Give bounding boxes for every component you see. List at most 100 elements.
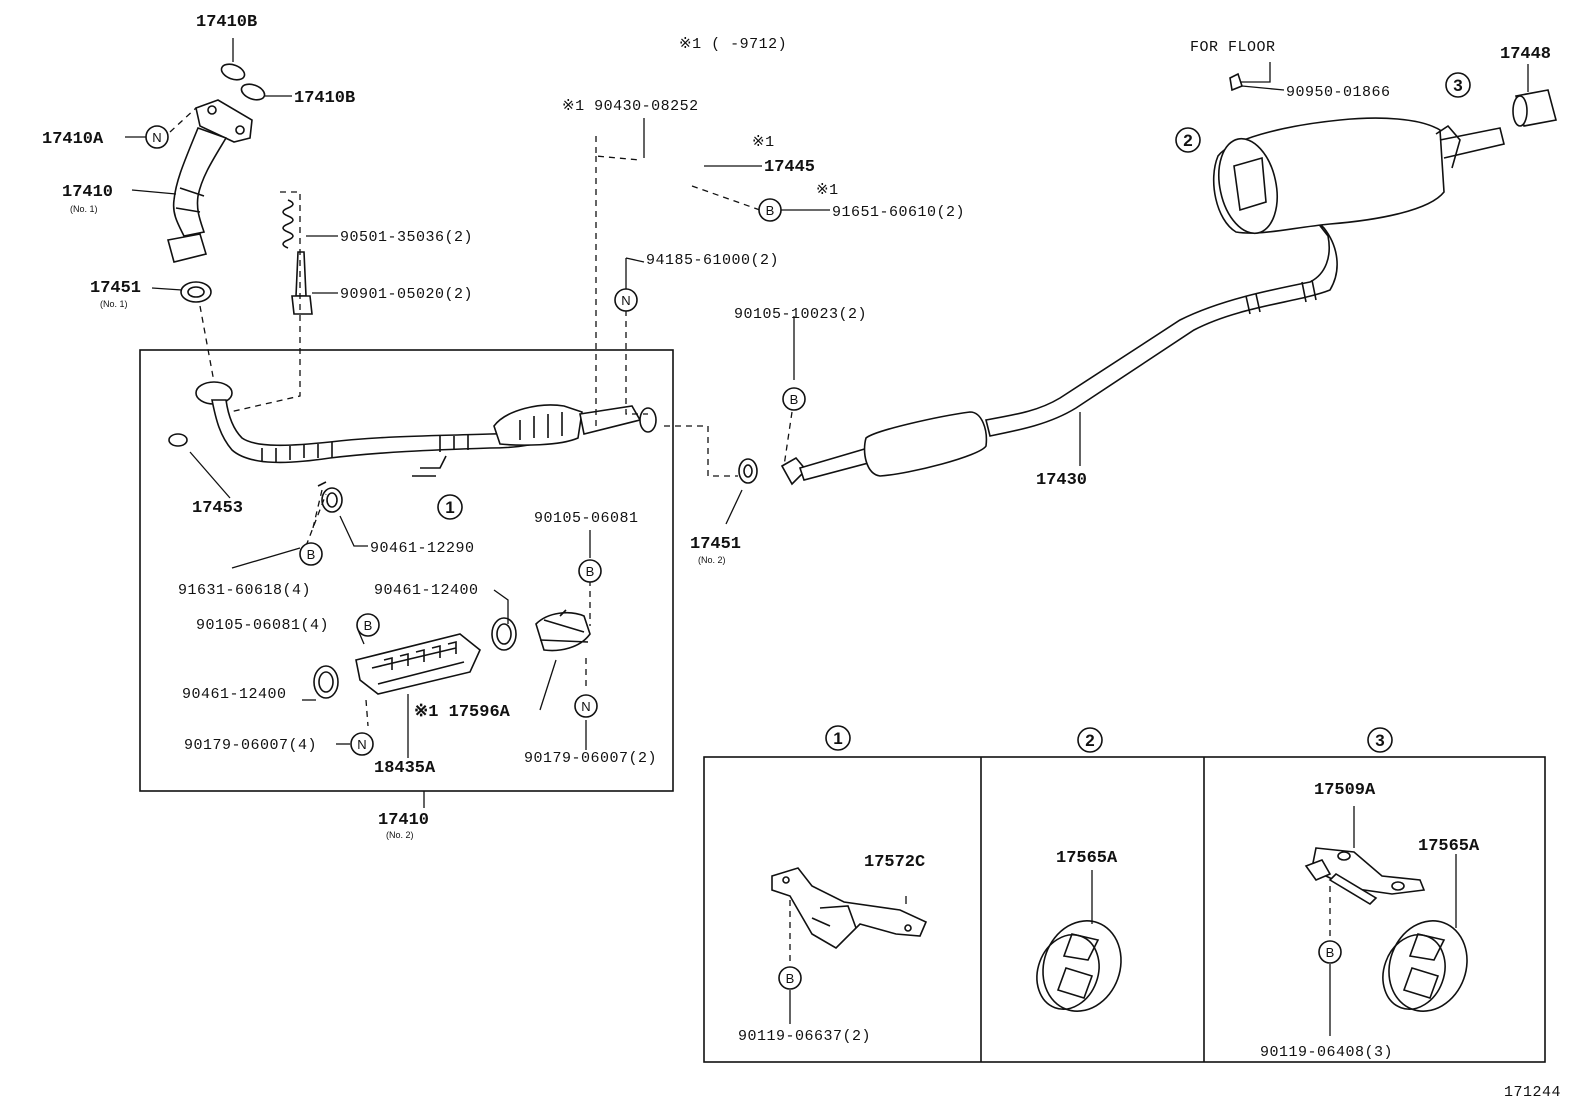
label-17410B-right: 17410B [294,89,355,108]
svg-text:1: 1 [833,729,842,748]
marker-b-91651: B [758,198,782,222]
label-90119-06637: 90119-06637(2) [738,1028,871,1045]
label-17451-no2-sub: (No. 2) [698,555,726,565]
heat-insulator-18435A [355,633,481,695]
svg-text:N: N [621,293,630,308]
label-90119-06408: 90119-06408(3) [1260,1044,1393,1061]
label-17596A: ※1 17596A [414,703,511,722]
bracket-17509A [1304,847,1426,906]
callout-3-tailpipe: 3 [1445,72,1471,98]
svg-text:B: B [364,618,373,633]
label-17453: 17453 [192,499,243,518]
label-90105-06081-right: 90105-06081 [534,510,639,527]
label-17445-note: ※1 [752,134,775,151]
svg-text:N: N [581,699,590,714]
label-90105-06081-left: 90105-06081(4) [196,617,329,634]
bracket-17572C [771,867,928,950]
front-pipe-no1 [166,63,266,263]
label-90501: 90501-35036(2) [340,229,473,246]
svg-text:2: 2 [1085,731,1094,750]
svg-text:3: 3 [1453,76,1462,95]
label-17445: 17445 [764,158,815,177]
exhaust-front-assembly [168,381,657,477]
marker-n-90179-r: N [574,694,598,718]
marker-b-90105-10023: B [782,387,806,411]
label-17410-no2-sub: (No. 2) [386,830,414,840]
label-90901: 90901-05020(2) [340,286,473,303]
svg-text:B: B [766,203,775,218]
label-17430: 17430 [1036,471,1087,490]
label-17410A: 17410A [42,130,104,149]
label-17565A-mid: 17565A [1056,849,1118,868]
center-exhaust-pipe-17430 [780,217,1338,486]
marker-n-94185: N [614,288,638,312]
label-90179-left: 90179-06007(4) [184,737,317,754]
detail-header-2: 2 [1077,727,1103,753]
label-91651: 91651-60610(2) [832,204,965,221]
label-91631: 91631-60618(4) [178,582,311,599]
label-17410B-top: 17410B [196,13,257,32]
marker-b-90119-06408: B [1318,940,1342,964]
svg-text:2: 2 [1183,131,1192,150]
marker-n-90179-l: N [350,732,374,756]
hanger-17565A-mid [1036,920,1122,1012]
callout-1-assembly: 1 [437,494,463,520]
svg-text:B: B [790,392,799,407]
label-90461-12400-left: 90461-12400 [182,686,287,703]
svg-text:B: B [586,564,595,579]
label-90430: ※1 90430-08252 [562,98,699,115]
tail-pipe-extension-17448 [1512,89,1557,127]
detail-header-1: 1 [825,725,851,751]
svg-text:N: N [152,130,161,145]
assembly-frame [139,349,674,792]
callout-2-muffler: 2 [1175,127,1201,153]
marker-b-91631: B [299,542,323,566]
gasket-17451-no2 [738,458,758,484]
svg-text:B: B [307,547,316,562]
hanger-17565A-right [1382,920,1468,1012]
label-17451-no2: 17451 [690,535,741,554]
diagram-id: 171244 [1504,1084,1561,1099]
label-17410-no1-sub: (No. 1) [70,204,98,214]
gasket-17451-no1 [180,281,212,303]
marker-b-90105-06081-r: B [578,559,602,583]
label-91651-note: ※1 [816,182,839,199]
label-94185: 94185-61000(2) [646,252,779,269]
label-90105-10023: 90105-10023(2) [734,306,867,323]
detail-frame [703,756,1546,1063]
marker-n-17410A: N [145,125,169,149]
label-17509A: 17509A [1314,781,1376,800]
label-90461-12290: 90461-12290 [370,540,475,557]
heat-insulator-17596A [535,609,591,652]
marker-b-90105-06081-l: B [356,613,380,637]
label-90950: 90950-01866 [1286,84,1391,101]
svg-text:B: B [1326,945,1335,960]
svg-text:1: 1 [445,498,454,517]
label-17451-no1-sub: (No. 1) [100,299,128,309]
tail-muffler [1212,117,1505,235]
label-17572C: 17572C [864,853,925,872]
label-17451-no1: 17451 [90,279,141,298]
label-18435A: 18435A [374,759,436,778]
model-year-note: ※1 ( -9712) [679,36,787,53]
clamp-90461-12400-left [313,665,339,699]
label-17565A-right: 17565A [1418,837,1480,856]
clamp-90461-12290 [321,487,343,513]
label-17448: 17448 [1500,45,1551,64]
label-17410-no2: 17410 [378,811,429,830]
label-90461-12400-top: 90461-12400 [374,582,479,599]
clamp-90461-12400-top [491,617,517,651]
for-floor-label: FOR FLOOR [1190,39,1276,56]
svg-text:3: 3 [1375,731,1384,750]
bolt-90901 [295,251,307,297]
marker-b-90119-06637: B [778,966,802,990]
leader-lines [125,38,1529,1036]
svg-text:B: B [786,971,795,986]
detail-header-3: 3 [1367,727,1393,753]
spring-90501 [282,199,294,249]
svg-text:N: N [357,737,366,752]
label-90179-right: 90179-06007(2) [524,750,657,767]
label-17410-no1: 17410 [62,183,113,202]
